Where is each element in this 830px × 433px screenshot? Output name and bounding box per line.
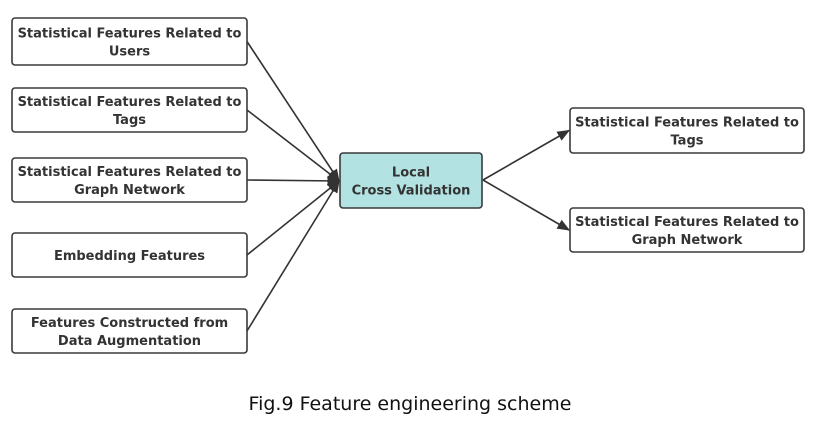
input-box-5-label-line1: Features Constructed from xyxy=(31,316,228,331)
output-box-1: Statistical Features Related to Tags xyxy=(569,107,805,154)
center-box-label-line2: Cross Validation xyxy=(352,184,471,199)
input-box-4-rect xyxy=(11,232,248,278)
arrow-input-4-to-center xyxy=(246,180,340,256)
arrow-input-3-to-center xyxy=(246,175,341,186)
center-box-label-line1: Local xyxy=(392,166,430,181)
input-box-3-rect xyxy=(11,157,248,203)
input-box-3-label-line1: Statistical Features Related to xyxy=(18,165,242,180)
output-box-2: Statistical Features Related to Graph Net… xyxy=(569,207,805,253)
center-box-rect xyxy=(339,152,483,209)
input-box-2-rect xyxy=(11,87,248,133)
arrow-input-1-to-center xyxy=(246,41,340,183)
input-box-2-label-line2: Tags xyxy=(113,113,146,128)
input-box-5-label-line2: Data Augmentation xyxy=(58,334,201,349)
input-box-2: Statistical Features Related to Tags xyxy=(11,87,248,133)
arrow-center-to-output-2 xyxy=(482,179,571,231)
input-box-1-rect xyxy=(11,17,248,66)
input-box-2-label-line1: Statistical Features Related to xyxy=(18,95,242,110)
input-box-1-label-line2: Users xyxy=(109,45,151,60)
output-box-2-label-line2: Graph Network xyxy=(632,233,743,248)
output-box-1-label-line1: Statistical Features Related to xyxy=(575,116,799,131)
input-box-1-label-line1: Statistical Features Related to xyxy=(18,27,242,42)
figure-caption: Fig.9 Feature engineering scheme xyxy=(249,393,572,415)
output-box-1-rect xyxy=(569,107,805,154)
input-box-1: Statistical Features Related to Users xyxy=(11,17,248,66)
arrow-center-to-output-1 xyxy=(482,129,571,181)
output-box-1-label-line2: Tags xyxy=(670,134,703,149)
input-box-3: Statistical Features Related to Graph Net… xyxy=(11,157,248,203)
arrow-input-2-to-center xyxy=(246,109,341,182)
input-box-4-label: Embedding Features xyxy=(54,249,205,264)
input-box-4: Embedding Features xyxy=(11,232,248,278)
input-box-3-label-line2: Graph Network xyxy=(74,183,185,198)
arrow-input-5-to-center xyxy=(246,179,340,332)
output-box-2-rect xyxy=(569,207,805,253)
input-box-5-rect xyxy=(11,308,248,354)
output-box-2-label-line1: Statistical Features Related to xyxy=(575,215,799,230)
